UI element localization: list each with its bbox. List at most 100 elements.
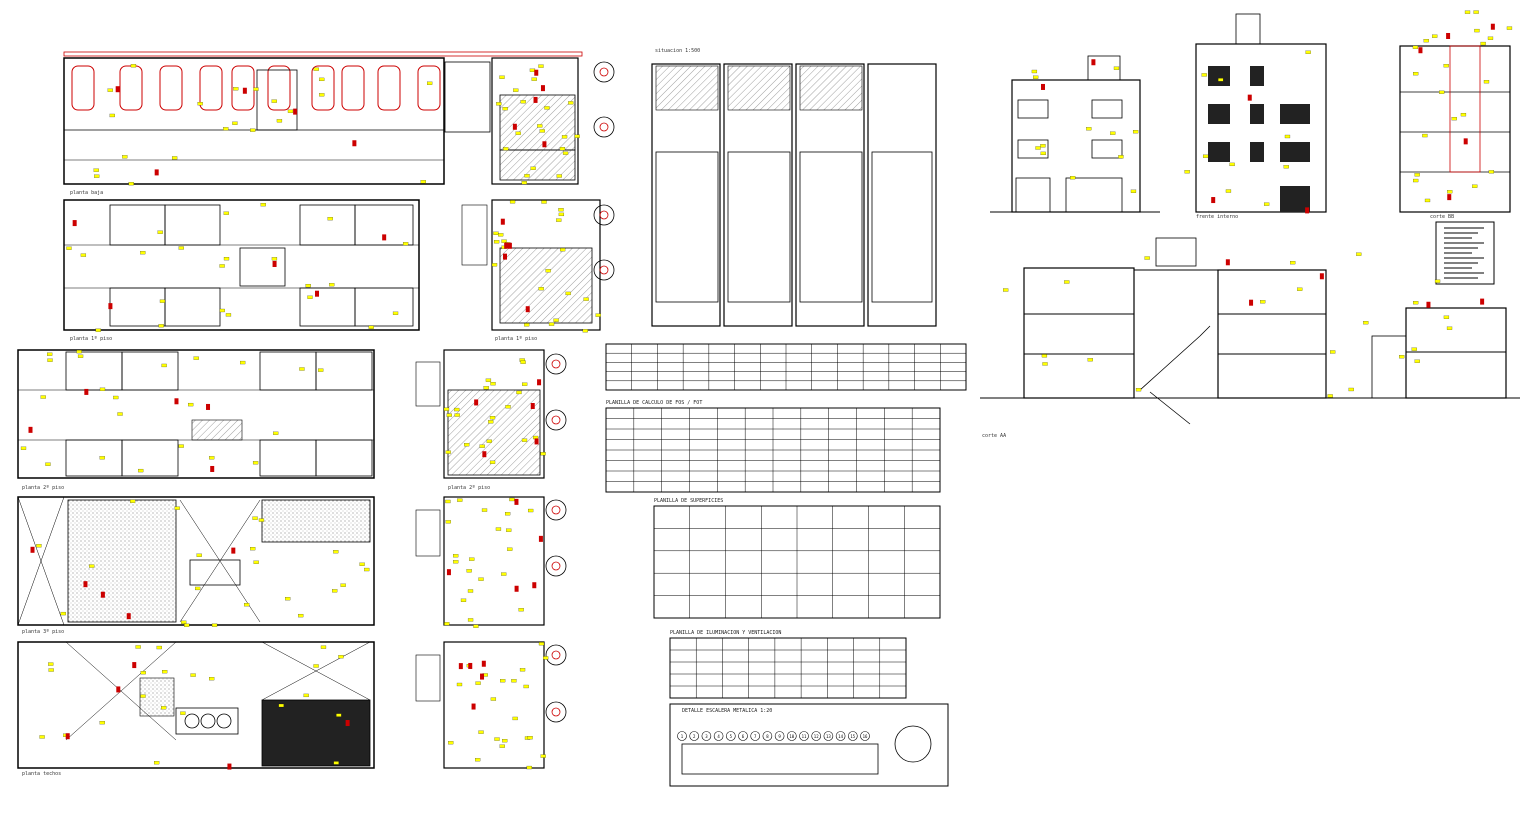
dimension-marker — [1290, 261, 1296, 265]
dimension-marker — [499, 75, 505, 79]
red-marker — [514, 498, 519, 505]
dimension-marker — [490, 697, 497, 701]
red-marker — [132, 662, 137, 669]
dimension-marker — [1064, 280, 1070, 284]
red-marker — [504, 242, 509, 249]
first-floor-plan: planta 1º piso planta 1º piso — [63, 199, 601, 342]
dimension-marker — [1446, 326, 1453, 330]
tree-icon — [599, 210, 609, 220]
dimension-marker — [1422, 133, 1428, 138]
dimension-marker — [1413, 72, 1419, 76]
dimension-marker — [540, 452, 546, 456]
roof-plan: planta techos — [17, 641, 545, 777]
stair-step-circle — [677, 731, 687, 741]
dimension-marker — [500, 679, 506, 683]
dimension-marker — [211, 623, 218, 627]
dimension-marker — [1363, 321, 1369, 325]
stair-step-number: 8 — [766, 734, 769, 739]
dimension-marker — [1423, 39, 1429, 43]
dimension-marker — [521, 181, 527, 185]
dimension-marker — [20, 446, 27, 450]
dimension-marker — [1506, 26, 1513, 30]
dimension-marker — [1327, 394, 1333, 398]
dimension-marker — [1464, 10, 1471, 14]
dimension-marker — [193, 356, 199, 360]
dimension-marker — [467, 589, 474, 593]
dimension-marker — [501, 572, 507, 576]
dimension-marker — [1035, 146, 1041, 150]
red-marker — [1446, 32, 1451, 39]
stair-step-number: 5 — [730, 734, 733, 739]
dimension-marker — [524, 323, 530, 327]
car-icon — [119, 65, 143, 111]
tree-icon — [545, 701, 567, 723]
dimension-marker — [1135, 388, 1142, 392]
dimension-marker — [252, 461, 259, 465]
red-marker — [210, 465, 215, 472]
red-marker — [1249, 299, 1254, 306]
site-plan-label: situacion 1:500 — [655, 48, 700, 54]
dimension-marker — [541, 200, 547, 204]
dimension-marker — [1130, 189, 1137, 193]
dimension-marker — [1483, 80, 1490, 84]
dimension-marker — [1113, 66, 1120, 70]
dimension-marker — [1040, 144, 1046, 148]
dimension-marker — [1031, 69, 1038, 74]
section-bb: corte BB — [1399, 45, 1511, 220]
dimension-marker — [1348, 387, 1354, 392]
dimension-marker — [336, 713, 342, 717]
dimension-markers — [20, 10, 1513, 770]
red-marker — [534, 438, 539, 445]
dimension-marker — [305, 283, 311, 288]
dimension-marker — [253, 560, 259, 564]
dimension-marker — [1201, 73, 1207, 77]
dimension-marker — [1284, 134, 1291, 139]
dimension-marker — [445, 450, 451, 454]
dimension-marker — [574, 134, 580, 138]
stair-step-circle — [847, 731, 858, 741]
dimension-marker — [464, 443, 470, 447]
stair-step-circle — [811, 731, 822, 741]
stair-step-circle — [823, 731, 834, 741]
stair-step-circle — [750, 731, 761, 741]
red-marker — [503, 253, 508, 260]
tree-icon — [593, 61, 615, 83]
dimension-marker — [466, 569, 472, 573]
red-marker — [1418, 47, 1423, 54]
dimension-marker — [209, 677, 215, 681]
dimension-marker — [1086, 127, 1092, 131]
dimension-marker — [548, 322, 555, 326]
dimension-marker — [504, 512, 511, 516]
dimension-marker — [460, 598, 467, 602]
dimension-marker — [556, 174, 562, 178]
red-marker — [514, 585, 519, 592]
red-marker — [1247, 94, 1252, 101]
dimension-marker — [456, 682, 463, 687]
tree-icon — [551, 561, 561, 571]
dimension-marker — [530, 166, 536, 170]
red-marker — [1319, 273, 1324, 280]
red-marker — [1426, 301, 1431, 308]
dimension-marker — [1443, 315, 1450, 319]
red-marker — [382, 234, 387, 241]
stair-detail-title: DETALLE ESCALERA METALICA 1:20 — [682, 708, 772, 714]
dimension-marker — [1110, 131, 1116, 135]
dimension-marker — [467, 618, 474, 622]
red-marker — [446, 569, 451, 576]
red-marker — [72, 220, 77, 227]
red-marker — [231, 547, 236, 554]
dimension-marker — [444, 622, 450, 626]
dimension-marker — [252, 516, 258, 520]
dimension-marker — [583, 297, 589, 301]
red-marker — [532, 582, 537, 589]
dimension-marker — [1283, 165, 1289, 169]
red-marker — [242, 87, 247, 94]
dimension-marker — [1473, 10, 1479, 14]
dimension-marker — [195, 586, 201, 591]
dimension-marker — [223, 211, 229, 215]
dimension-marker — [1297, 287, 1303, 291]
dimension-marker — [1144, 256, 1150, 260]
stair-step-circle — [725, 731, 736, 741]
dimension-marker — [258, 518, 265, 522]
section-aa-label: corte AA — [982, 433, 1006, 439]
